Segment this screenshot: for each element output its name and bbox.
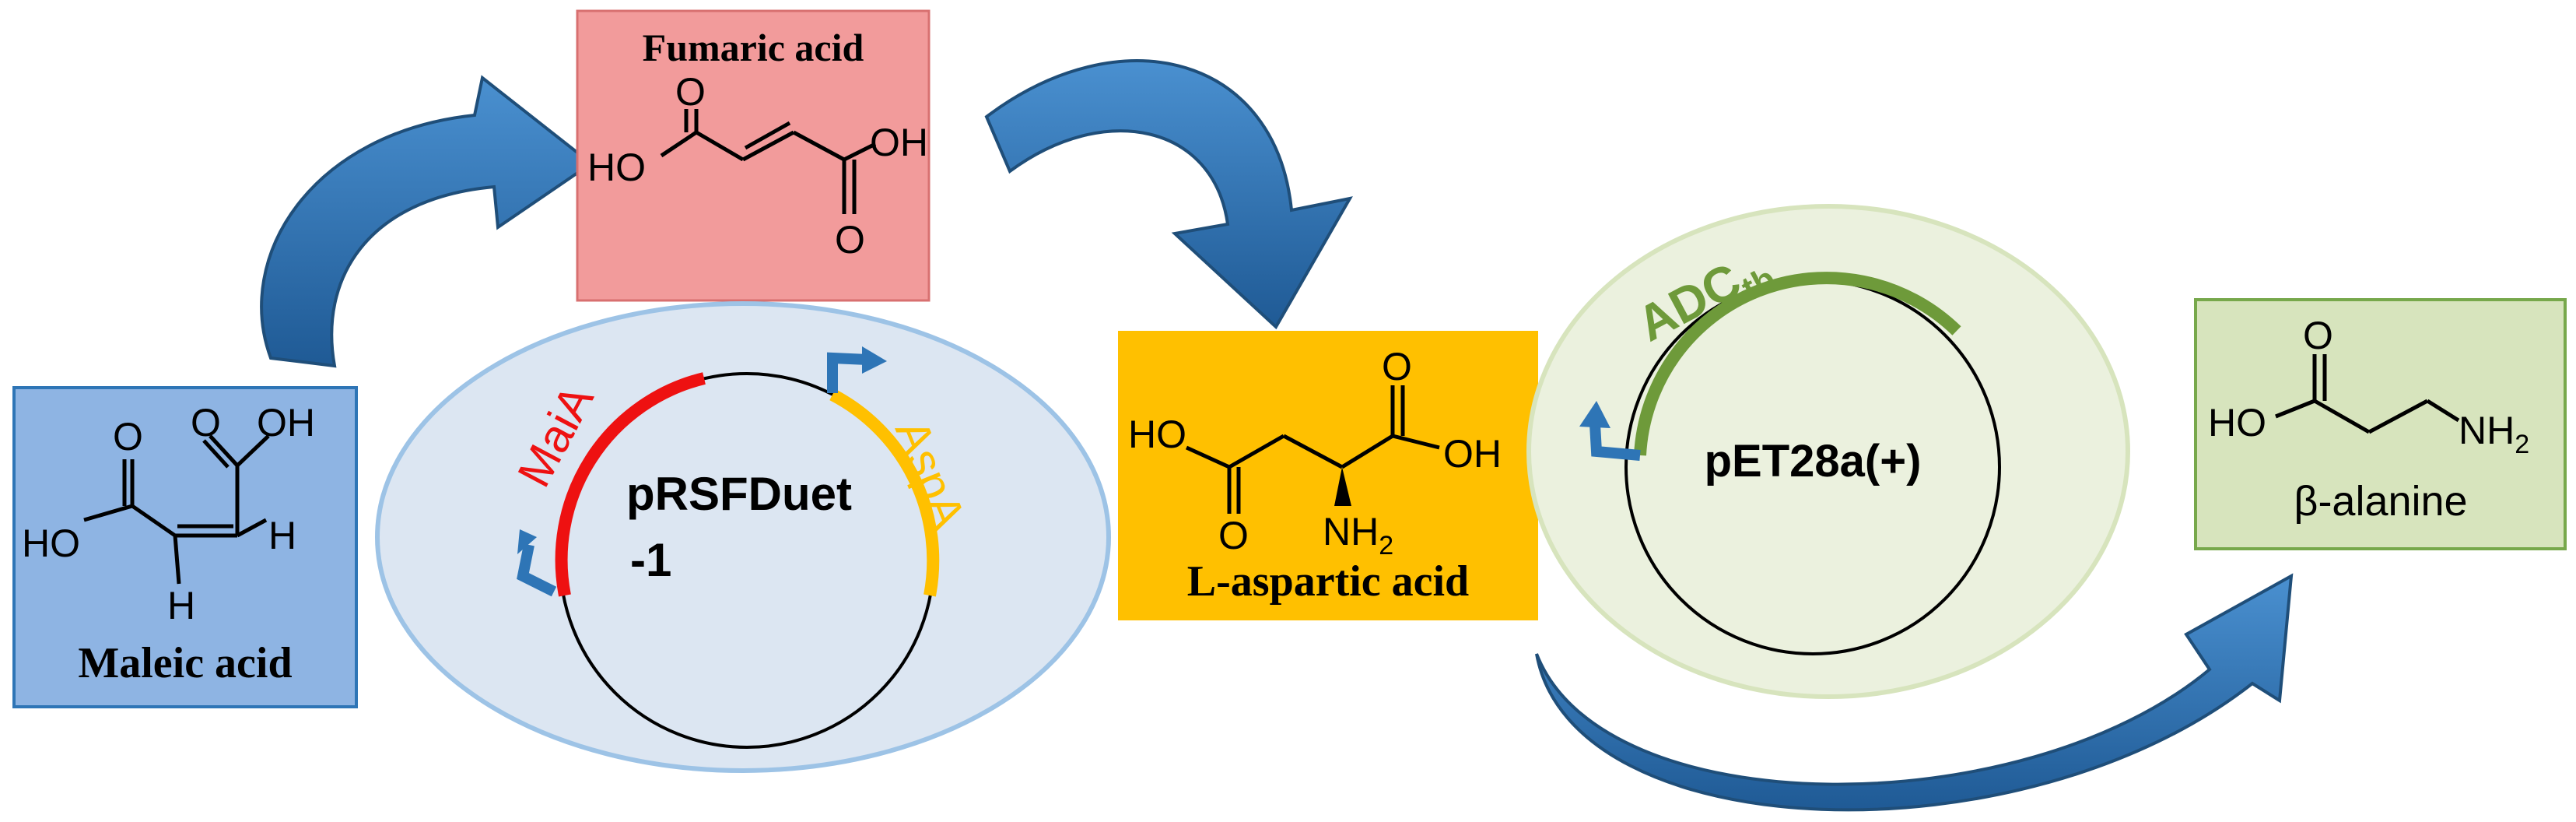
beta-alanine-structure: [2275, 354, 2460, 434]
aspartic-oh: OH: [1443, 432, 1502, 476]
aspartic-nh2: NH2: [1323, 510, 1393, 560]
plasmid-prsfduet-label: pRSFDuet: [626, 468, 852, 520]
plasmid-prsfduet-label-line2: -1: [630, 534, 671, 586]
fumaric-ho: HO: [587, 146, 646, 189]
aspartic-acid-box: O HO OH O NH2 L-aspartic acid: [1118, 331, 1538, 620]
maleic-ho: HO: [22, 522, 80, 565]
fumaric-acid-structure: [660, 109, 877, 214]
alanine-ho: HO: [2208, 401, 2266, 444]
aspartic-acid-label: L-aspartic acid: [1187, 557, 1469, 606]
maleic-h-bottom: H: [167, 584, 195, 627]
maleic-oh-top: OH: [257, 401, 315, 444]
aspartic-acid-structure: [1185, 385, 1440, 514]
maleic-acid-box: HO O OH O H H Maleic acid: [12, 386, 358, 708]
fumaric-oh: OH: [870, 121, 928, 164]
gene-adc: [1634, 272, 1961, 456]
aspartic-o-bottom: O: [1218, 514, 1249, 557]
aspartic-wedge: [1334, 467, 1351, 506]
maleic-h-right: H: [268, 514, 296, 557]
maleic-o2: O: [191, 401, 221, 444]
maleic-acid-label: Maleic acid: [78, 639, 292, 687]
aspartic-ho: HO: [1128, 413, 1186, 456]
gene-aspa: [829, 388, 940, 597]
promoter-aspa-icon: [827, 352, 868, 393]
fumaric-acid-label: Fumaric acid: [643, 26, 864, 69]
beta-alanine-label: β-alanine: [2294, 478, 2467, 525]
cell-prsfduet: MaiA AspA pRSFDuet -1: [375, 301, 1111, 773]
fumaric-o-bottom: O: [835, 218, 865, 262]
alanine-o: O: [2303, 314, 2333, 357]
plasmid-pet28a-label: pET28a(+): [1705, 436, 1922, 487]
maleic-o: O: [113, 415, 143, 458]
arrow-maleic-to-fumaric: [260, 75, 594, 368]
arrow-fumaric-to-aspartic: [984, 59, 1353, 330]
promoter-adc-icon: [1589, 423, 1641, 461]
promoter-maia-icon: [517, 543, 557, 597]
fumaric-o-top: O: [675, 70, 706, 114]
cell-pet28a: ADCtb pET28a(+): [1526, 204, 2130, 699]
maleic-acid-structure: [83, 434, 270, 585]
alanine-nh2: NH2: [2459, 409, 2529, 459]
beta-alanine-box: O HO NH2 β-alanine: [2194, 298, 2567, 550]
aspartic-o-top: O: [1382, 345, 1412, 388]
gene-maia: [555, 372, 706, 597]
fumaric-acid-box: Fumaric acid O HO OH O: [576, 9, 931, 302]
arrow-aspartic-to-alanine: [1535, 573, 2294, 812]
